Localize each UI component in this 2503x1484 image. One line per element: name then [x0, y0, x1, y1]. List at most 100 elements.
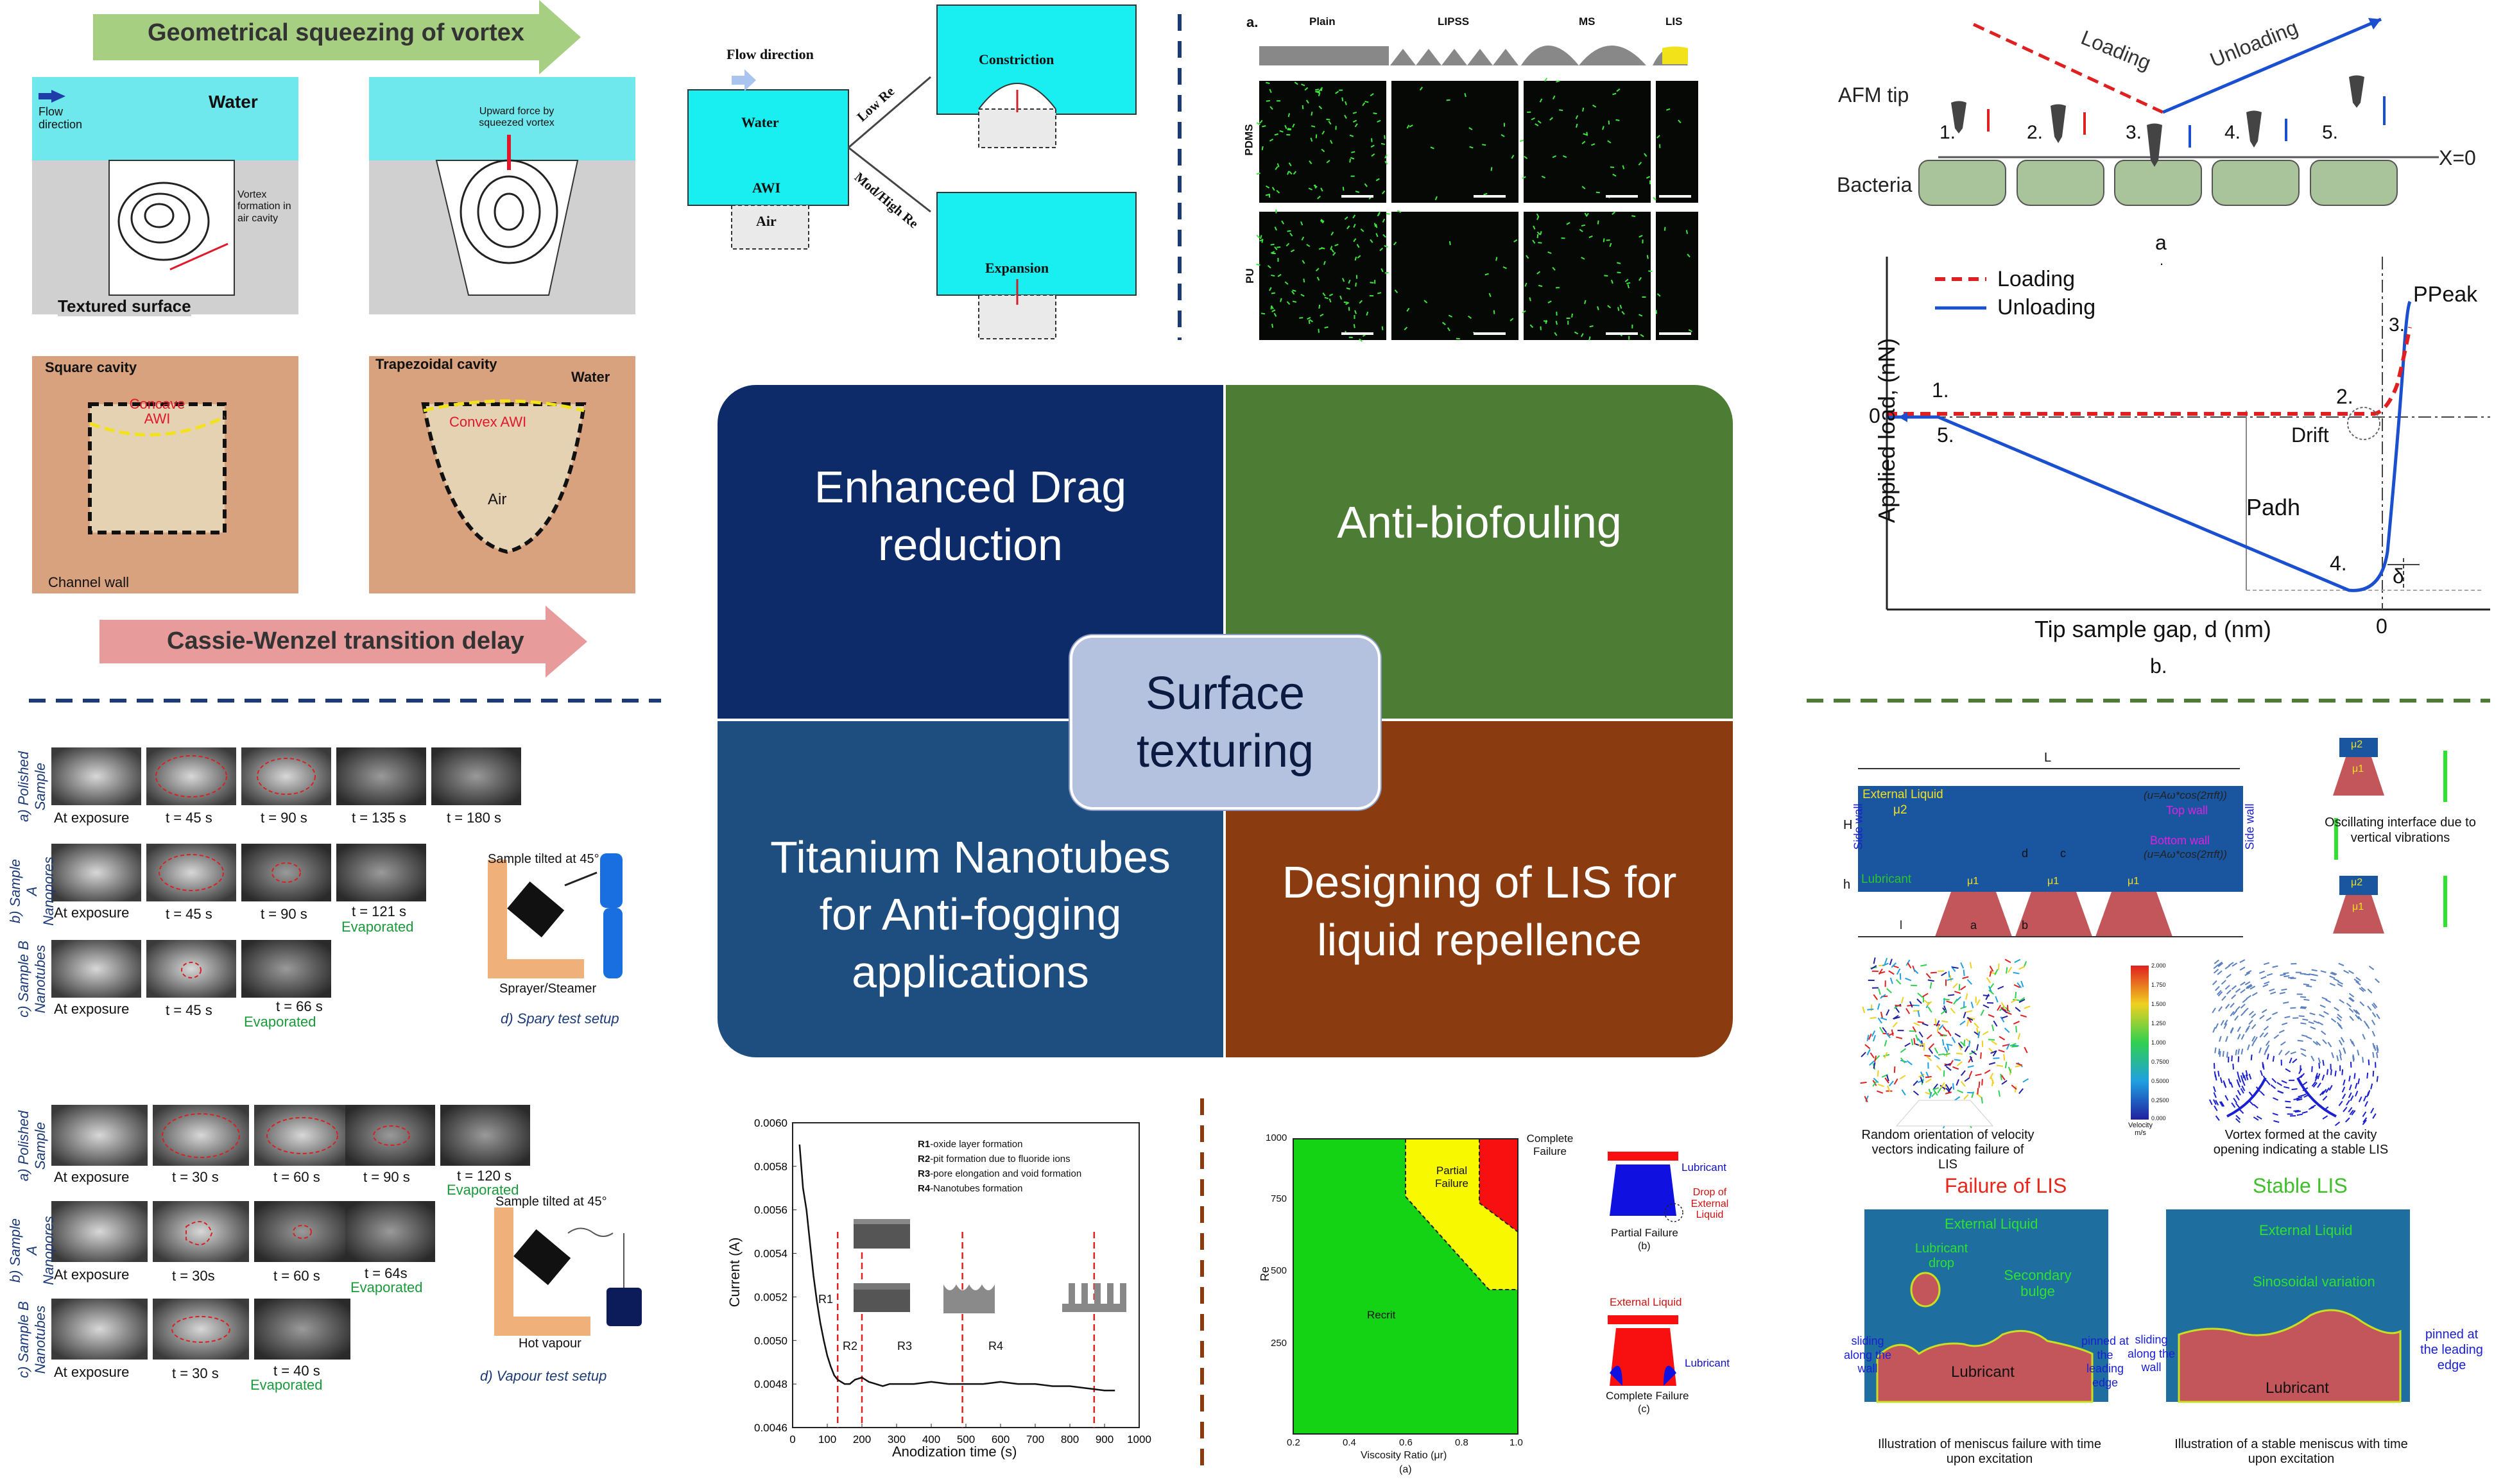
velocity-vector [1889, 977, 1893, 984]
velocity-vector [2338, 962, 2344, 967]
phase-xtick-2: 0.6 [1399, 1437, 1413, 1448]
bacteria-speck [1277, 273, 1282, 277]
bacteria-speck [1575, 115, 1579, 119]
velocity-vector [2008, 1066, 2012, 1073]
velocity-vector [2302, 1018, 2309, 1021]
bacteria-speck [1533, 225, 1536, 230]
velocity-vector [2226, 973, 2232, 978]
velocity-vector [1870, 1052, 1875, 1059]
bacteria-speck [1377, 119, 1381, 123]
lis-rand: Random orientation of velocity vectors i… [1861, 1128, 2034, 1172]
velocity-vector [1988, 1062, 1996, 1065]
velocity-vector [2368, 1059, 2370, 1066]
y-tick-label: 0.0046 [754, 1422, 787, 1434]
velocity-vector [2238, 1077, 2241, 1083]
bacteria-speck [1446, 99, 1450, 101]
bacteria-speck [1308, 187, 1313, 191]
velocity-vector [2273, 1034, 2280, 1039]
bacteria-speck [1303, 278, 1305, 283]
velocity-vector [2001, 1008, 2008, 1014]
velocity-vector [2217, 1070, 2220, 1077]
velocity-vector [2242, 1072, 2245, 1079]
velocity-vector [1946, 1000, 1953, 1004]
velocity-vector [2334, 1007, 2339, 1012]
velocity-vector [2366, 1091, 2370, 1098]
velocity-vector [2294, 1110, 2301, 1113]
velocity-vector [1997, 1005, 2001, 1011]
phase-lubricant: Lubricant [1682, 1161, 1726, 1173]
velocity-vector [2224, 1003, 2230, 1009]
velocity-vector [2000, 1016, 2005, 1023]
lis-osc: Oscillating interface due to vertical vi… [2325, 815, 2476, 845]
quadrant-titanium-nanotubes: Titanium Nanotubes for Anti-fogging appl… [718, 721, 1223, 1057]
bacteria-speck [1626, 282, 1631, 285]
bacteria-speck [1581, 224, 1586, 227]
bacteria-speck [1371, 153, 1375, 157]
velocity-vector [2260, 976, 2267, 980]
current-series-line [798, 1144, 1115, 1392]
bacteria-speck [1269, 106, 1273, 110]
phase-drop: Drop of External Liquid [1690, 1187, 1729, 1221]
lis-dim-a: a [1970, 919, 1977, 932]
velocity-vector [1920, 1040, 1924, 1047]
velocity-vector [2343, 1047, 2346, 1053]
bacteria-speck [1370, 282, 1374, 284]
fog2-b-2: t = 60 s [273, 1268, 320, 1284]
velocity-vector [1889, 959, 1893, 966]
velocity-vector [2013, 1021, 2020, 1025]
bacteria-speck [1300, 221, 1303, 226]
velocity-vector [2024, 1046, 2028, 1053]
afm-xlabel: Tip sample gap, d (nm) [2034, 616, 2271, 642]
velocity-vector [2351, 1110, 2356, 1116]
velocity-vector [2004, 959, 2011, 964]
lis-mu2: μ2 [1893, 803, 1907, 817]
bacteria-speck [1301, 83, 1305, 87]
velocity-vector [2308, 1021, 2314, 1025]
velocity-vector [2376, 1076, 2378, 1082]
velocity-vector [1993, 1057, 2000, 1059]
velocity-vector [2258, 1047, 2262, 1053]
velocity-vector [1959, 1020, 1966, 1026]
phase-sub-a: (a) [1399, 1464, 1412, 1475]
velocity-vector [1962, 976, 1969, 979]
fog-vapour-panel [0, 1098, 667, 1406]
velocity-vector [1867, 1008, 1874, 1011]
bacteria-speck [1584, 300, 1587, 304]
afm-zero-y: 0 [1869, 404, 1880, 427]
velocity-vector [1981, 1096, 1983, 1104]
bacteria-speck [1524, 282, 1527, 287]
velocity-vector [1976, 999, 1981, 1006]
afm-sub-a: a [2155, 231, 2167, 254]
anod-legend-r3-text: -pore elongation and void formation [930, 1168, 1082, 1179]
y-tick-label: 0.0052 [754, 1291, 787, 1303]
bacteria-speck [1270, 251, 1275, 254]
velocity-vector [2237, 1081, 2241, 1088]
lis-lub: Lubricant [1951, 1363, 2015, 1381]
velocity-vector [1929, 1043, 1934, 1049]
velocity-vector [1967, 1065, 1974, 1068]
fog2-a-2: t = 60 s [273, 1169, 320, 1185]
bacteria-speck [1609, 243, 1612, 247]
lis-L: L [2044, 751, 2052, 765]
bacteria-speck [1547, 251, 1552, 254]
velocity-vector [1896, 968, 1901, 975]
bacteria-speck [1562, 155, 1567, 158]
lis-stable: Stable LIS [2253, 1174, 2348, 1197]
velocity-vector [1916, 998, 1922, 1004]
bacteria-speck [1529, 324, 1534, 328]
velocity-vector [1899, 1075, 1906, 1080]
lis-dim-b: b [2022, 919, 2029, 932]
velocity-vector [2241, 1034, 2245, 1040]
bacteria-speck [1352, 112, 1357, 114]
velocity-vector [1949, 975, 1952, 982]
bacteria-speck [1513, 239, 1518, 243]
anod-legend-r3-key: R3 [918, 1168, 931, 1179]
velocity-vector [1895, 1036, 1903, 1039]
velocity-vector [2311, 1081, 2316, 1087]
velocity-vector [2309, 1012, 2316, 1016]
velocity-vector [2368, 966, 2375, 971]
velocity-vector [2339, 1054, 2343, 1061]
anod-legend-r2-text: -pit formation due to fluoride ions [930, 1154, 1071, 1164]
velocity-vector [2371, 1012, 2377, 1018]
velocity-vector [2371, 1003, 2377, 1009]
